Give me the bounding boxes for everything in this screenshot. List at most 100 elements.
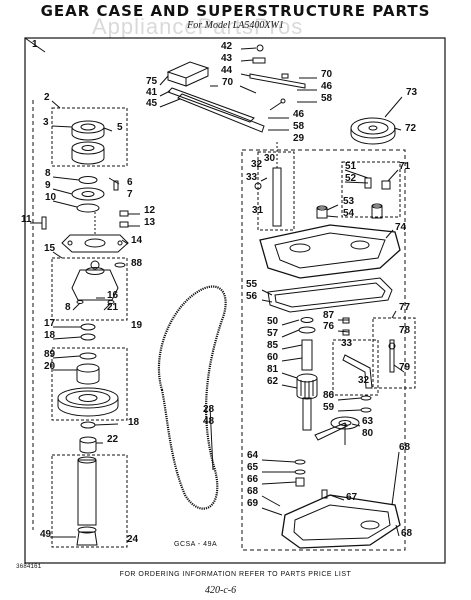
part-label-30: 30 [264, 153, 276, 164]
part-43-clip [240, 57, 266, 64]
part-71-cap [381, 180, 391, 190]
part-label-49: 49 [40, 529, 52, 540]
part-65-washer [294, 469, 306, 475]
part-70-clip [281, 73, 289, 79]
part-56-gasket [267, 277, 393, 313]
part-16-bearing-housing [71, 269, 119, 301]
part-label-68: 68 [399, 442, 411, 453]
part-label-62: 62 [267, 376, 279, 387]
part-label-10: 10 [45, 192, 57, 203]
part-label-85: 85 [267, 340, 279, 351]
part-57-washer [298, 326, 316, 334]
part-74-gear-case [259, 224, 401, 279]
group-box-3 [51, 107, 128, 167]
part-label-29: 29 [293, 133, 305, 144]
part-50-clip [300, 317, 314, 323]
part-label-89: 89 [44, 349, 56, 360]
part-label-15: 15 [44, 243, 56, 254]
part-45-bracket [177, 93, 265, 133]
part-20-bearing [76, 363, 100, 385]
part-75-switch-block [166, 61, 210, 87]
part-18-washer [80, 333, 96, 341]
group-box-24 [51, 454, 128, 548]
part-17-washer [80, 323, 96, 331]
part-label-21: 21 [107, 302, 119, 313]
part-42-screw [240, 44, 264, 52]
part-10-washer [76, 203, 100, 213]
part-label-31: 31 [252, 205, 264, 216]
part-label-74: 74 [395, 222, 407, 233]
ordering-footer: FOR ORDERING INFORMATION REFER TO PARTS … [119, 571, 352, 578]
part-label-8: 8 [65, 302, 71, 313]
part-label-86: 86 [323, 390, 335, 401]
model-subtitle: For Model LA5400XW1 [187, 20, 284, 31]
part-label-87: 87 [323, 310, 335, 321]
part-64-washer [294, 459, 306, 465]
part-label-17: 17 [44, 318, 56, 329]
part-label-59: 59 [323, 402, 335, 413]
part-22-coupling [79, 436, 97, 454]
part-label-60: 60 [267, 352, 279, 363]
part-54-bushing [371, 203, 383, 219]
group-box-51 [341, 161, 401, 218]
outer-frame [24, 37, 446, 564]
part-label-14: 14 [131, 235, 143, 246]
view-code: GCSA - 49A [174, 541, 218, 548]
part-label-32: 32 [251, 159, 263, 170]
part-label-19: 19 [131, 320, 143, 331]
part-28-drive-belt [157, 285, 227, 510]
part-label-66: 66 [247, 474, 259, 485]
part-label-51: 51 [345, 161, 357, 172]
part-label-68: 68 [247, 486, 259, 497]
part-label-2: 2 [44, 92, 50, 103]
part-label-52: 52 [345, 173, 357, 184]
part-label-88: 88 [131, 258, 143, 269]
part-label-9: 9 [45, 180, 51, 191]
part-label-43: 43 [221, 53, 233, 64]
part-86-washer [360, 395, 372, 401]
part-label-63: 63 [362, 416, 374, 427]
part-46-screw [269, 98, 286, 111]
part-label-79: 79 [399, 362, 411, 373]
part-label-33: 33 [246, 172, 258, 183]
group-box-30 [257, 151, 295, 231]
part-label-18: 18 [128, 417, 140, 428]
part-label-12: 12 [144, 205, 156, 216]
group-box-19 [51, 347, 128, 421]
part-label-58: 58 [321, 93, 333, 104]
part-label-80: 80 [362, 428, 374, 439]
part-label-78: 78 [399, 325, 411, 336]
part-73-pulley [350, 117, 396, 145]
part-label-69: 69 [247, 498, 259, 509]
part-label-70: 70 [321, 69, 333, 80]
part-label-11: 11 [21, 214, 32, 225]
part-label-22: 22 [107, 434, 119, 445]
part-label-18: 18 [44, 330, 56, 341]
part-label-67: 67 [346, 492, 358, 503]
part-label-46: 46 [293, 109, 305, 120]
part-label-41: 41 [146, 87, 158, 98]
part-5-pulley-cap [71, 120, 105, 141]
part-label-68: 68 [401, 528, 413, 539]
part-label-50: 50 [267, 316, 279, 327]
part-label-77: 77 [399, 302, 411, 313]
part-18-washer-lower [80, 421, 96, 429]
part-label-16: 16 [107, 290, 119, 301]
part-label-58: 58 [293, 121, 305, 132]
part-59-washer [360, 407, 372, 413]
part-3-clutch-drum [71, 141, 105, 165]
part-label-48: 48 [203, 416, 215, 427]
part-label-28: 28 [203, 404, 215, 415]
part-label-72: 72 [405, 123, 417, 134]
handwritten-note: 420-c-6 [205, 585, 237, 596]
part-label-73: 73 [406, 87, 418, 98]
part-label-44: 44 [221, 65, 233, 76]
group-box-33 [332, 339, 379, 396]
part-label-8: 8 [45, 168, 51, 179]
group-box-15 [51, 257, 128, 321]
part-58-shaft [302, 397, 312, 431]
part-60-spring [301, 339, 313, 371]
part-label-6: 6 [127, 177, 133, 188]
part-label-57: 57 [267, 328, 279, 339]
